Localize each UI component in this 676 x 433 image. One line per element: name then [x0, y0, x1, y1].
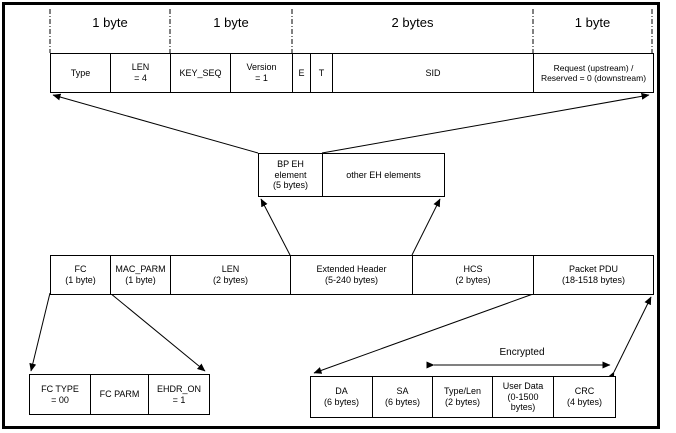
field-fc-parm: FC PARM — [91, 375, 149, 414]
connector-extheader-to-ehbox-left — [260, 198, 291, 256]
packet-pdu-detail-table: DA (6 bytes) SA (6 bytes) Type/Len (2 by… — [310, 376, 616, 418]
connector-ehbox-to-toptable-right — [321, 92, 650, 154]
connector-extheader-to-ehbox-right — [411, 198, 441, 256]
byte-boundary-ticks — [49, 9, 653, 53]
field-da: DA (6 bytes) — [311, 377, 373, 417]
connector-ehbox-to-toptable-left — [52, 93, 259, 154]
eh-elements-table: BP EH element (5 bytes) other EH element… — [258, 153, 445, 197]
size-label-1: 1 byte — [92, 14, 128, 30]
field-len-2: LEN (2 bytes) — [171, 256, 291, 294]
size-label-3: 2 bytes — [391, 14, 434, 30]
field-mac-parm: MAC_PARM (1 byte) — [111, 256, 171, 294]
field-e-bit: E — [293, 54, 311, 92]
field-sa: SA (6 bytes) — [373, 377, 433, 417]
field-packet-pdu: Packet PDU (18-1518 bytes) — [561, 264, 626, 285]
field-bp-eh-element: BP EH element (5 bytes) — [259, 154, 323, 196]
field-ehdr-on: EHDR_ON = 1 — [156, 383, 201, 405]
mac-frame-table: FC (1 byte) MAC_PARM (1 byte) LEN (2 byt… — [50, 255, 654, 295]
field-crc: CRC (4 bytes) — [566, 386, 602, 407]
encrypted-label: Encrypted — [499, 347, 545, 358]
field-sid: SID — [333, 54, 534, 92]
field-request-reserved: Request (upstream) / Reserved = 0 (downs… — [540, 62, 647, 83]
field-fc: FC (1 byte) — [51, 256, 111, 294]
fc-detail-table: FC TYPE = 00 FC PARM EHDR_ON = 1 — [29, 374, 210, 415]
connector-pdu-to-pdubox-left — [313, 293, 534, 374]
size-label-4: 1 byte — [574, 14, 611, 30]
field-hcs: HCS (2 bytes) — [413, 256, 534, 294]
connector-fc-to-fcbox-left — [29, 292, 51, 372]
field-other-eh-elements: other EH elements — [346, 169, 421, 180]
field-type-len: Type/Len (2 bytes) — [433, 377, 493, 417]
field-extended-header: Extended Header (5-240 bytes) — [291, 256, 413, 294]
field-type: Type — [51, 54, 111, 92]
field-t-bit: T — [311, 54, 333, 92]
field-key-seq: KEY_SEQ — [171, 54, 231, 92]
field-len: LEN = 4 — [111, 54, 171, 92]
connector-fc-to-fcbox-right — [109, 292, 206, 372]
bpi-eh-element-table: Type LEN = 4 KEY_SEQ Version = 1 E T SID… — [50, 53, 654, 93]
size-label-2: 1 byte — [213, 14, 249, 30]
field-version: Version = 1 — [231, 54, 293, 92]
field-fc-type: FC TYPE = 00 — [30, 375, 91, 414]
field-user-data: User Data (0-1500 bytes) — [493, 377, 554, 417]
connector-pdu-to-pdubox-right — [607, 296, 652, 381]
diagram-border — [2, 2, 660, 429]
